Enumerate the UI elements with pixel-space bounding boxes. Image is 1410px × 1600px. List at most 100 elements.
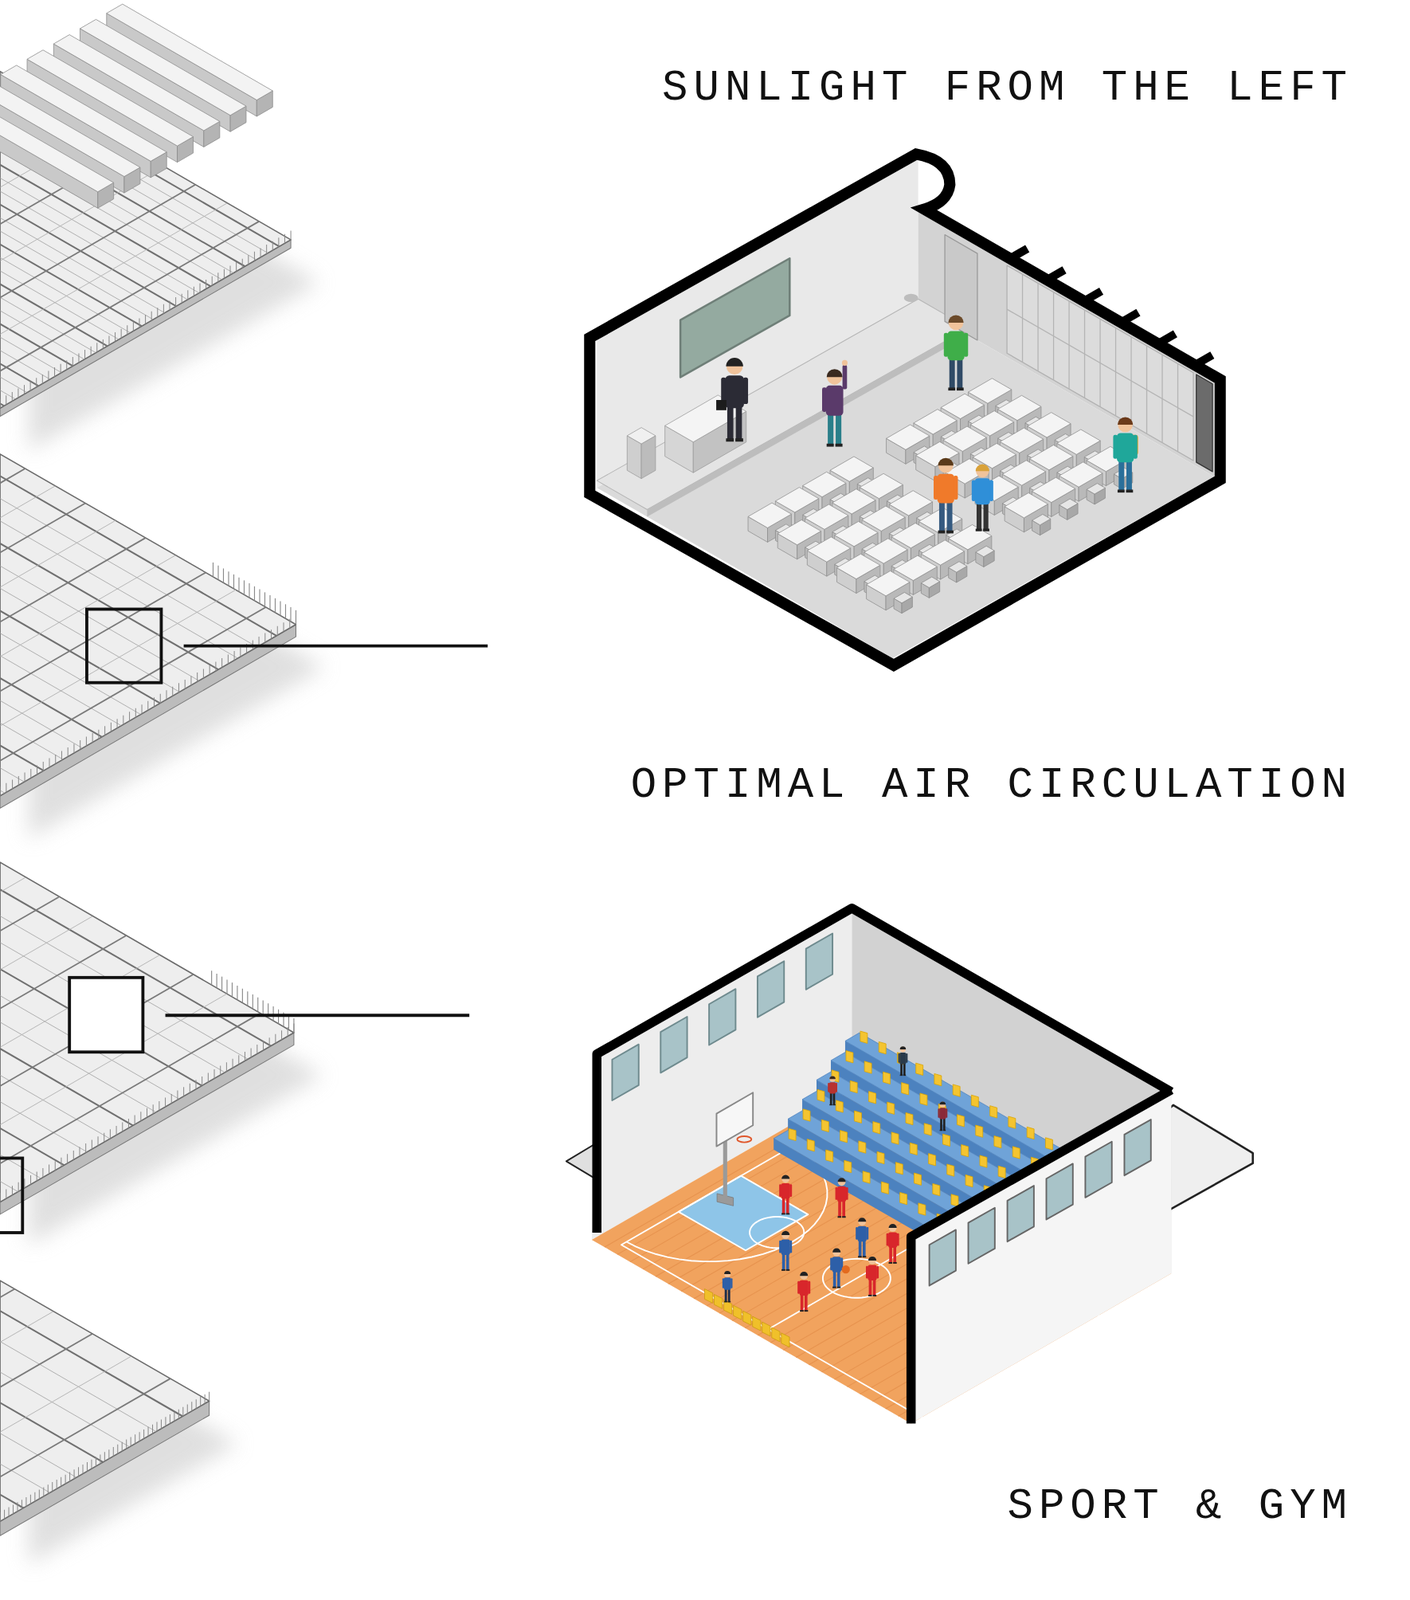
illustration-part [838,1177,846,1186]
plan-wall [0,1033,51,1493]
railing-post [56,1479,58,1489]
railing-post [54,367,55,377]
bench [704,1288,790,1348]
illustration-part [975,528,983,531]
railing-post [223,269,225,279]
seat [895,1162,903,1175]
plan-wall [0,956,183,1416]
illustration-part [940,1100,947,1105]
railing-post [48,757,50,768]
seat [849,1080,858,1093]
plan-wall [0,199,238,658]
railing-post [184,679,186,690]
illustration-part [799,1271,808,1280]
illustration-part [826,368,843,377]
leader-line [165,1013,470,1017]
illustration-part [939,501,945,533]
illustration-part [938,458,953,473]
illustration-part [1117,417,1132,432]
box-face [975,545,995,557]
railing-post [274,1034,276,1044]
illustration-part [983,502,989,531]
plan-wall [0,719,42,1179]
railing-post [264,591,266,607]
floor-plate-top [0,1280,210,1521]
railing-post [121,1121,123,1132]
railing-post [102,339,104,349]
railing-post [138,317,140,328]
plan-wall [0,987,130,1447]
railing-post [152,1424,153,1434]
seat [1012,1146,1020,1159]
railing-post [262,1000,264,1015]
railing-post [23,384,25,395]
railing-post [151,311,153,322]
illustration-part [889,1261,893,1264]
railing-post [0,399,1,409]
railing-post [289,607,291,622]
plan-wall [0,1018,77,1477]
illustration-part [900,1045,907,1050]
desks [748,378,1133,614]
seat [965,1174,973,1187]
seat [743,1310,752,1325]
railing-post [288,1014,290,1030]
illustration-part [900,1074,903,1076]
railing-post [114,332,116,342]
illustration-part [781,1182,791,1199]
plan-wall [0,300,63,760]
railing-post [208,1391,210,1402]
railing-post [178,682,180,693]
railing-post [104,725,106,736]
illustration-part [842,364,848,390]
seat [932,1182,940,1195]
person-figure [779,1230,792,1271]
floor-plan-lines [0,956,183,1600]
railing-post [227,654,229,665]
illustration-part [735,438,744,442]
railing-post [60,364,62,374]
illustration-part [727,406,734,442]
railing-post [226,979,228,994]
illustration-part [975,464,989,478]
illustration-part [835,443,843,447]
seat [860,1030,868,1043]
railing-post [126,325,128,335]
seat [881,1181,889,1194]
illustration-part [842,1215,846,1218]
railing-post [244,1051,246,1062]
illustration-part [1117,416,1133,425]
court-line [749,1216,804,1248]
railing-post [191,1401,192,1411]
railing-post [69,1471,71,1481]
illustration-part [948,315,964,330]
illustration-part [716,399,727,411]
illustration-part [857,1217,866,1226]
seat [771,1327,780,1342]
railing-post [279,601,281,616]
railing-post [266,244,267,255]
railing-post [121,1441,123,1452]
window [1045,1163,1073,1219]
railing-post [239,647,241,658]
railing-post [207,1072,209,1082]
seat [905,1112,913,1125]
railing-post [219,1065,221,1076]
railing-post [199,282,201,293]
seat [788,1128,796,1140]
illustration-part [862,1240,866,1258]
section-cut-outline [911,1089,1172,1424]
railing-post [293,1018,294,1033]
railing-post [108,335,110,345]
illustration-part [799,1309,804,1312]
railing-post [281,1030,282,1040]
seat [873,1121,881,1134]
railing-post [51,1481,53,1492]
plan-wall [0,0,27,392]
railing-post [11,391,13,402]
railing-post [36,764,38,775]
illustration-part [940,1118,943,1131]
railing-post [30,1494,32,1504]
railing-post [97,1135,99,1146]
illustration-part [899,1052,906,1064]
